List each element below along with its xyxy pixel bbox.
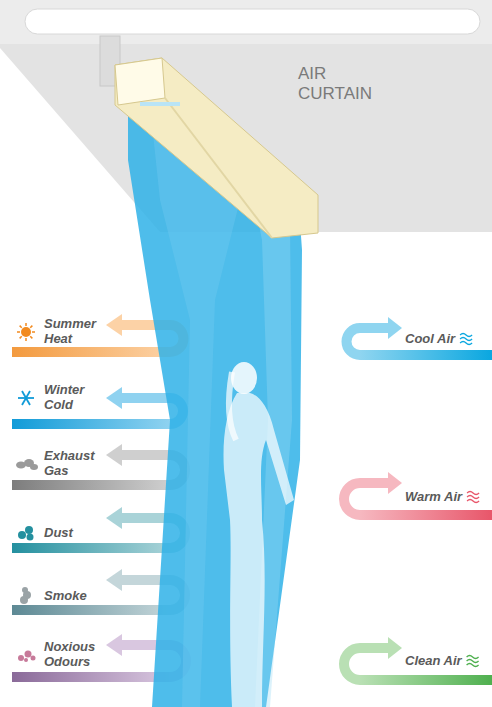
airflow-arrow [12, 444, 185, 490]
unit-body [115, 58, 318, 238]
blocked-air-label: Dust [44, 526, 104, 541]
blocked-air-label: Winter Cold [44, 383, 104, 413]
wave-line [460, 338, 472, 341]
blocked-air-label: Summer Heat [44, 317, 104, 347]
wave-icon [460, 334, 472, 345]
wave-line [467, 656, 479, 659]
airflow-arrow [12, 507, 185, 553]
wave-line [467, 496, 479, 499]
smoke-icon [20, 587, 31, 604]
person-hair [229, 372, 236, 440]
gas-icon [16, 459, 38, 470]
wave-icon [467, 492, 479, 503]
dust-particle [27, 534, 34, 541]
arrowhead [388, 472, 402, 494]
unit-end-cap [115, 58, 165, 105]
dust-particle [18, 531, 26, 539]
sun-ray [20, 336, 22, 338]
airflow-turn [347, 328, 389, 355]
blocked-air-label: Smoke [44, 589, 104, 604]
airflow-band [12, 543, 170, 553]
snow-arm [22, 391, 30, 405]
wave-line [467, 660, 479, 663]
snow-arm [22, 391, 30, 405]
odour-particle [25, 651, 32, 658]
passing-air-label: Clean Air [405, 654, 462, 669]
airflow-band [360, 510, 492, 520]
arrowhead [106, 569, 122, 591]
unit-outlet [140, 102, 180, 106]
odour-particle [24, 658, 28, 662]
airflow-turn [344, 648, 388, 680]
ceiling-light [25, 9, 480, 34]
ceiling-edge [0, 0, 492, 44]
odour-particle [31, 656, 36, 661]
sun-ray [17, 331, 20, 333]
airflow-band [12, 419, 170, 429]
arrowhead [106, 444, 122, 466]
unit-edge [165, 98, 272, 238]
airflow-arrow [347, 317, 492, 360]
arrowhead [106, 507, 122, 529]
airflow-band [12, 605, 170, 615]
smoke-puff [22, 587, 28, 593]
arrowhead [106, 314, 122, 336]
wave-line [460, 334, 472, 337]
person-silhouette [224, 362, 294, 707]
airflow-arrow [344, 472, 492, 520]
dust-particle [25, 526, 33, 534]
odour-icon [18, 651, 36, 663]
airflow-band [12, 672, 170, 682]
airflow-turn [344, 483, 388, 515]
sun-icon [17, 323, 35, 341]
sun-ray [32, 331, 35, 333]
sun-ray [25, 323, 27, 326]
odour-particle [18, 655, 24, 661]
arrowhead [106, 634, 122, 656]
wave-line [467, 664, 479, 667]
airflow-band [360, 675, 492, 685]
gas-puff [30, 464, 38, 470]
air-curtain-unit [115, 58, 318, 238]
airflow-arrow [12, 387, 183, 429]
blocked-air-label: Noxious Odours [44, 640, 104, 670]
person-head [231, 362, 257, 394]
sun-ray [25, 338, 27, 341]
sun-ray [30, 336, 32, 338]
wave-line [467, 500, 479, 503]
airflow-band [360, 350, 492, 360]
sun-ray [20, 326, 22, 328]
airflow-band [12, 347, 170, 357]
arrowhead [388, 637, 402, 659]
wave-line [460, 342, 472, 345]
passing-air-label: Cool Air [405, 332, 455, 347]
sun-ray [30, 326, 32, 328]
arrowhead [106, 387, 122, 409]
passing-air-label: Warm Air [405, 490, 462, 505]
airflow-arrow [344, 637, 492, 685]
airflow-band [12, 480, 170, 490]
icons [16, 323, 479, 667]
wave-icon [467, 656, 479, 667]
dust-icon [18, 526, 34, 541]
title-label: AIR CURTAIN [298, 64, 398, 103]
snow-icon [18, 391, 34, 405]
wave-line [467, 492, 479, 495]
sun-disc [21, 327, 31, 337]
arrowhead [388, 317, 402, 339]
blocked-air-label: Exhaust Gas [44, 449, 104, 479]
